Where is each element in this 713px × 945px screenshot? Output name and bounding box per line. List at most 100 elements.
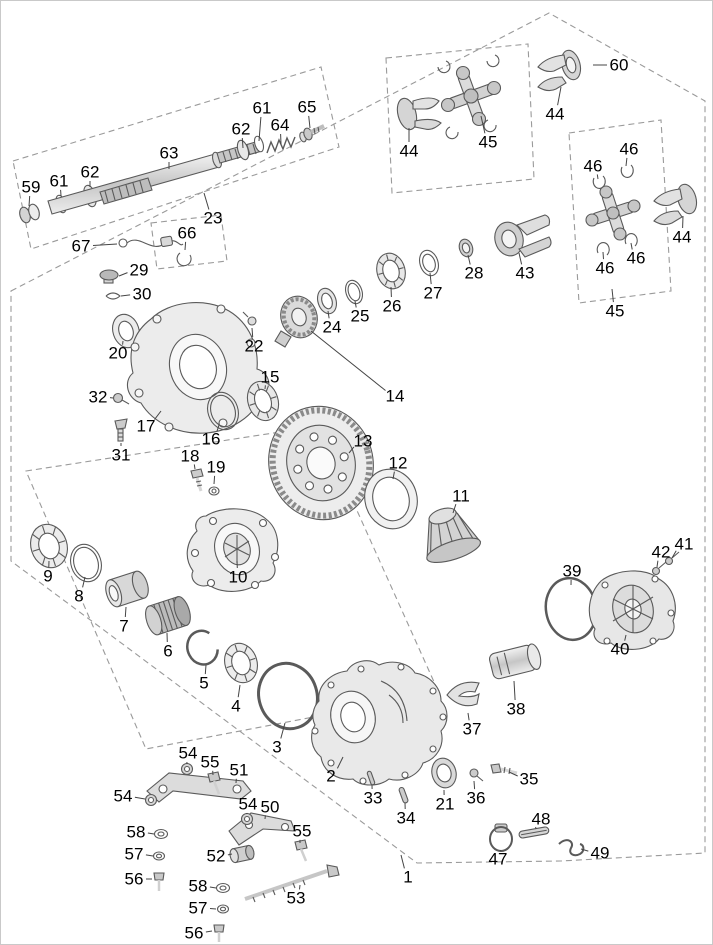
part-16-oring xyxy=(207,391,239,431)
leader-line-45 xyxy=(611,288,614,303)
leader-line-14 xyxy=(310,330,386,391)
part-callout-36: 36 xyxy=(466,788,486,808)
propshaft-kit-boundary xyxy=(12,66,340,250)
part-10-diff-carrier xyxy=(186,508,280,592)
part-7-coupling xyxy=(105,570,149,608)
part-17-carrier-housing xyxy=(126,302,270,434)
part-28-nut xyxy=(458,238,474,258)
leader-line-47 xyxy=(499,849,502,852)
part-47-clamp xyxy=(489,823,513,852)
part-callout-59: 59 xyxy=(21,177,41,197)
part-callout-58: 58 xyxy=(126,822,146,842)
leader-line-54 xyxy=(134,796,146,800)
leader-line-4 xyxy=(237,684,241,698)
boundary-boxes xyxy=(10,12,706,864)
part-29-breather xyxy=(99,269,119,284)
part-57-washer-2 xyxy=(216,904,230,914)
part-56-bolt-1 xyxy=(153,872,165,891)
part-callout-7: 7 xyxy=(119,616,129,636)
part-callout-57: 57 xyxy=(124,844,144,864)
part-11-side-gear xyxy=(426,507,482,563)
part-5-snap-ring xyxy=(186,629,219,666)
part-22-bolt xyxy=(242,311,257,326)
part-callout-62: 62 xyxy=(80,162,100,182)
ujoint-kit-boundary-right xyxy=(568,119,672,304)
part-48-pin xyxy=(518,826,550,839)
part-callout-32: 32 xyxy=(88,387,108,407)
leader-line-59 xyxy=(28,195,31,207)
part-callout-44: 44 xyxy=(672,227,692,247)
part-55-bolt-2 xyxy=(294,839,308,862)
part-callout-60: 60 xyxy=(609,55,629,75)
leader-line-11 xyxy=(452,503,457,514)
leader-line-67 xyxy=(92,243,118,246)
part-61-snap-ring-2 xyxy=(253,135,265,153)
part-callout-28: 28 xyxy=(464,263,484,283)
part-32-screw xyxy=(112,392,130,405)
part-58-washer-2 xyxy=(215,882,231,894)
leader-line-1 xyxy=(400,854,405,869)
part-callout-45: 45 xyxy=(478,132,498,152)
leader-line-38 xyxy=(513,680,516,701)
leader-line-46 xyxy=(625,157,628,167)
part-callout-58: 58 xyxy=(188,876,208,896)
leader-line-16 xyxy=(216,424,220,432)
part-callout-53: 53 xyxy=(286,888,306,908)
part-45-ujoint-cross-right xyxy=(585,185,641,241)
part-callout-31: 31 xyxy=(111,445,131,465)
part-33-pin xyxy=(366,770,376,786)
part-callout-9: 9 xyxy=(43,566,53,586)
part-callout-44: 44 xyxy=(545,104,565,124)
leader-line-36 xyxy=(473,780,476,790)
part-callout-17: 17 xyxy=(136,416,156,436)
part-callout-14: 14 xyxy=(385,386,405,406)
part-20-bearing xyxy=(112,313,140,349)
leader-line-58 xyxy=(147,832,155,835)
part-callout-15: 15 xyxy=(260,367,280,387)
part-callout-61: 61 xyxy=(49,171,69,191)
leader-line-2 xyxy=(336,756,344,769)
clip-kit-boundary xyxy=(150,214,228,270)
part-51-bracket xyxy=(146,772,252,803)
part-callout-66: 66 xyxy=(177,223,197,243)
part-callout-3: 3 xyxy=(272,737,282,757)
part-callout-24: 24 xyxy=(322,317,342,337)
part-callout-20: 20 xyxy=(108,343,128,363)
leader-line-53 xyxy=(299,884,301,890)
leader-line-45 xyxy=(480,115,486,134)
leader-line-40 xyxy=(624,634,627,641)
part-callout-22: 22 xyxy=(244,336,264,356)
part-callout-55: 55 xyxy=(292,821,312,841)
part-27-washer xyxy=(418,249,440,277)
part-callout-67: 67 xyxy=(71,236,91,256)
leader-line-24 xyxy=(327,310,330,319)
part-callout-57: 57 xyxy=(188,898,208,918)
main-assembly-boundary xyxy=(10,12,706,864)
part-19-washer xyxy=(208,486,220,496)
part-callout-50: 50 xyxy=(260,797,280,817)
part-15-bearing xyxy=(246,380,280,422)
part-callout-46: 46 xyxy=(595,258,615,278)
part-35-bolt xyxy=(490,763,518,775)
part-callout-49: 49 xyxy=(590,843,610,863)
part-callout-62: 62 xyxy=(231,119,251,139)
part-callout-43: 43 xyxy=(515,263,535,283)
leader-line-25 xyxy=(354,300,357,308)
leader-line-19 xyxy=(213,475,216,485)
part-callout-6: 6 xyxy=(163,641,173,661)
part-callout-48: 48 xyxy=(531,809,551,829)
part-38-plug xyxy=(488,643,542,680)
part-callout-25: 25 xyxy=(350,306,370,326)
part-callout-5: 5 xyxy=(199,673,209,693)
part-59-dust-cap xyxy=(19,203,40,224)
leader-line-43 xyxy=(518,252,523,265)
part-callout-63: 63 xyxy=(159,143,179,163)
part-52-spacer xyxy=(229,844,255,864)
part-46-snap-rings xyxy=(592,164,638,256)
leader-line-23 xyxy=(203,192,210,210)
part-callout-27: 27 xyxy=(423,283,443,303)
leader-line-57 xyxy=(209,908,217,910)
leader-line-35 xyxy=(508,771,518,777)
leader-line-61 xyxy=(258,116,262,142)
